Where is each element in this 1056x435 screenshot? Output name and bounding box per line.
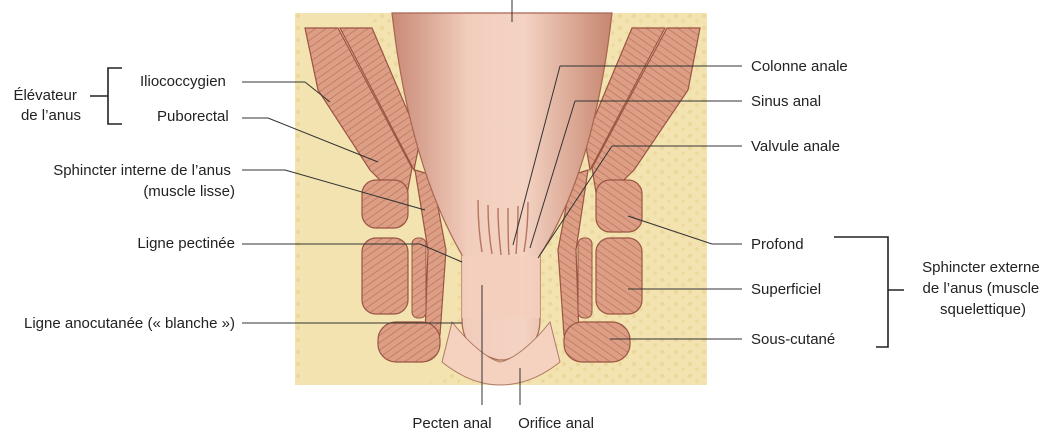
- right-subcutaneous-muscle: [564, 322, 630, 362]
- left-deep-muscle: [362, 180, 408, 228]
- anal-orifice-label: Orifice anal: [518, 415, 594, 432]
- subcutaneous-label: Sous-cutané: [751, 331, 835, 348]
- anal-pecten-label: Pecten anal: [412, 415, 491, 432]
- iliococcygeus-label: Iliococcygien: [140, 73, 226, 90]
- deep-label: Profond: [751, 236, 804, 253]
- internal-sphincter-line-1: Sphincter interne de l’anus: [53, 162, 231, 179]
- levator-group-line-1: Élévateur: [13, 87, 76, 104]
- external-sphincter-line-2: de l’anus (muscle: [923, 280, 1040, 297]
- levator-bracket: [90, 68, 122, 124]
- levator-group-line-2: de l’anus: [21, 107, 81, 124]
- anal-valve-label: Valvule anale: [751, 138, 840, 155]
- right-superficial-muscle: [596, 238, 642, 314]
- levator-group-label: Élévateur de l’anus: [13, 87, 81, 124]
- puborectalis-label: Puborectal: [157, 108, 229, 125]
- anal-sinus-label: Sinus anal: [751, 93, 821, 110]
- external-sphincter-line-1: Sphincter externe: [922, 259, 1040, 276]
- right-inner-strip: [578, 238, 592, 318]
- left-inner-strip: [412, 238, 426, 318]
- superficial-label: Superficiel: [751, 281, 821, 298]
- internal-sphincter-line-2: (muscle lisse): [143, 183, 235, 200]
- left-superficial-muscle: [362, 238, 408, 314]
- anocutaneous-line-label: Ligne anocutanée (« blanche »): [24, 315, 235, 332]
- right-deep-muscle: [596, 180, 642, 232]
- internal-sphincter-label: Sphincter interne de l’anus (muscle liss…: [53, 162, 235, 200]
- anal-column-label: Colonne anale: [751, 58, 848, 75]
- left-subcutaneous-muscle: [378, 322, 440, 362]
- pecten-zone: [462, 256, 540, 318]
- external-sphincter-label: Sphincter externe de l’anus (muscle sque…: [922, 259, 1044, 318]
- pectinate-line-label: Ligne pectinée: [137, 235, 235, 252]
- external-sphincter-bracket: [834, 237, 904, 347]
- external-sphincter-line-3: squelettique): [940, 301, 1026, 318]
